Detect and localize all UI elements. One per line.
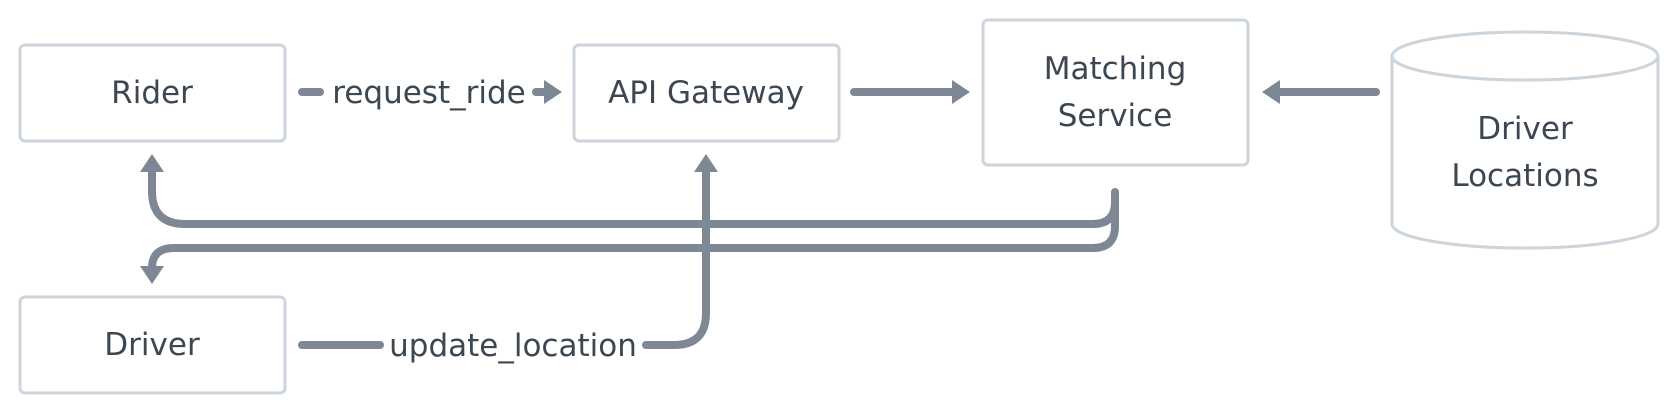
arrow-head-matching-to-rider	[140, 154, 164, 172]
node-driver-locations-label-line1: Driver	[1477, 111, 1573, 147]
edge-matching-to-rider	[140, 154, 1119, 228]
node-matching-service-label-line2: Service	[1058, 98, 1173, 134]
node-api-gateway-label: API Gateway	[608, 75, 804, 111]
edge-locations-to-matching	[1262, 80, 1380, 104]
edge-label-request-ride: request_ride	[332, 75, 525, 111]
arrow-head-gateway-to-matching	[952, 80, 970, 104]
database-cylinder-body	[1390, 56, 1660, 250]
arrow-head-update-location	[694, 154, 718, 172]
node-driver-locations-label-line2: Locations	[1451, 158, 1598, 194]
node-driver[interactable]: Driver	[18, 295, 287, 395]
edge-matching-to-driver	[140, 196, 1119, 284]
arrow-head-matching-to-driver	[140, 266, 164, 284]
edge-label-update-location: update_location	[389, 328, 637, 364]
node-matching-service[interactable]: Matching Service	[981, 18, 1250, 167]
edge-request-ride: request_ride	[298, 75, 562, 111]
edge-gateway-to-matching	[850, 80, 970, 104]
node-rider[interactable]: Rider	[18, 43, 287, 143]
edge-update-location: update_location	[298, 154, 718, 364]
node-api-gateway[interactable]: API Gateway	[572, 43, 841, 143]
node-rider-label: Rider	[111, 75, 193, 111]
node-driver-locations[interactable]: Driver Locations	[1390, 30, 1660, 250]
arrow-head-locations-to-matching	[1262, 80, 1280, 104]
arrow-head-request-ride	[544, 80, 562, 104]
database-cylinder-top	[1390, 30, 1660, 82]
node-driver-label: Driver	[104, 327, 200, 363]
node-matching-service-label-line1: Matching	[1044, 51, 1187, 87]
